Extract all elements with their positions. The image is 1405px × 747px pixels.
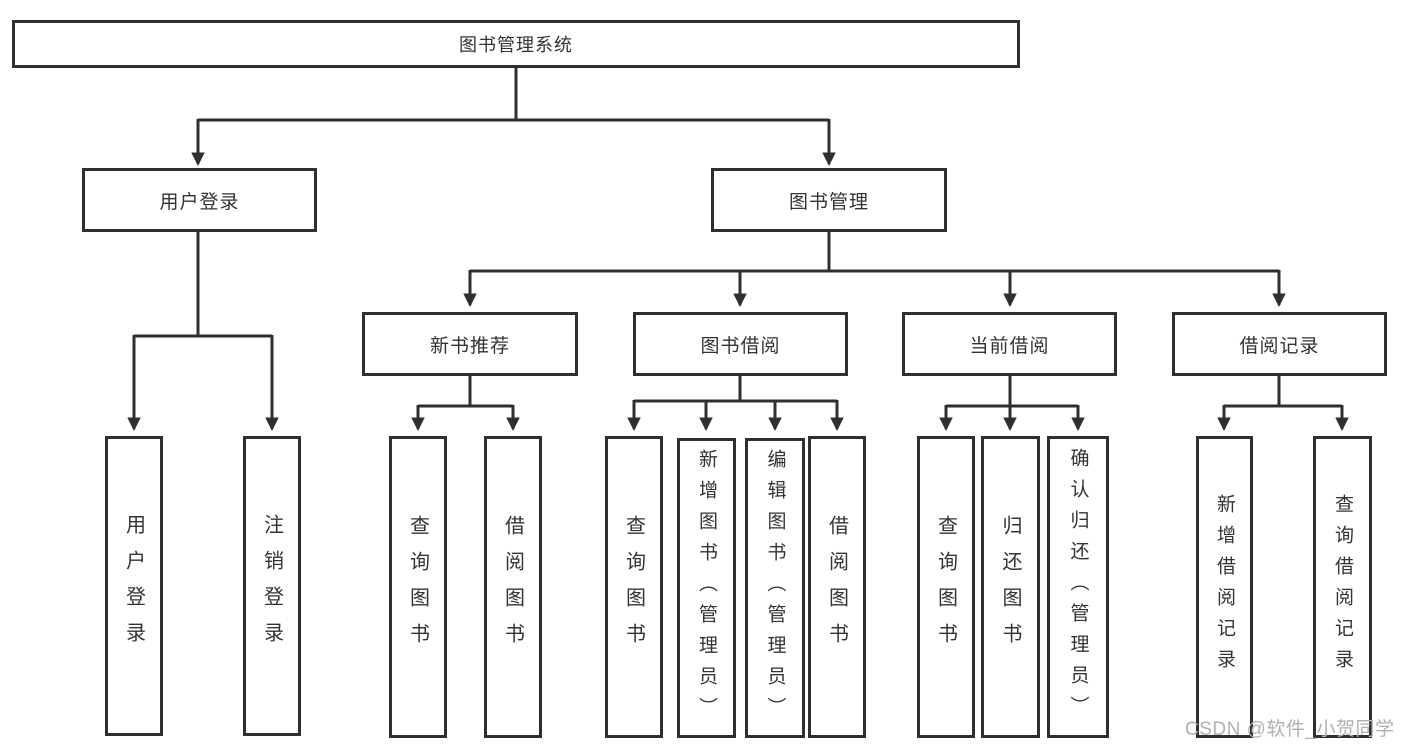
leaf-current-return-label: 归还图书 — [999, 515, 1021, 659]
leaf-logout-label: 注销登录 — [260, 514, 283, 658]
node-book-borrow: 图书借阅 — [633, 312, 848, 376]
node-current-borrow: 当前借阅 — [902, 312, 1117, 376]
leaf-current-confirm-return-admin-label: 确认归还（管理员） — [1067, 447, 1089, 727]
connector-newbook-to-leaves — [411, 375, 520, 432]
leaf-borrow-edit-admin: 编辑图书（管理员） — [745, 438, 805, 738]
node-new-book-recommend: 新书推荐 — [362, 312, 578, 376]
node-borrow-records: 借阅记录 — [1172, 312, 1387, 376]
leaf-borrow-query: 查询图书 — [605, 436, 663, 738]
node-root-library-system: 图书管理系统 — [12, 20, 1020, 68]
leaf-newbook-borrow: 借阅图书 — [484, 436, 542, 738]
connector-bookmgmt-to-level3 — [463, 232, 1286, 308]
leaf-records-query: 查询借阅记录 — [1313, 436, 1372, 738]
node-book-management: 图书管理 — [711, 168, 947, 232]
leaf-newbook-query: 查询图书 — [389, 436, 447, 738]
leaf-borrow-borrow-label: 借阅图书 — [825, 515, 848, 659]
leaf-user-login: 用户登录 — [105, 436, 163, 736]
leaf-newbook-query-label: 查询图书 — [406, 515, 429, 659]
connector-borrow-to-leaves — [627, 375, 844, 432]
leaf-current-confirm-return-admin: 确认归还（管理员） — [1047, 436, 1109, 738]
csdn-watermark: CSDN @软件_小贺同学 — [1185, 719, 1395, 740]
leaf-records-add: 新增借阅记录 — [1196, 436, 1253, 738]
leaf-borrow-borrow: 借阅图书 — [808, 436, 866, 738]
connector-current-to-leaves — [939, 375, 1085, 432]
leaf-current-query: 查询图书 — [917, 436, 975, 738]
node-user-login: 用户登录 — [82, 168, 317, 232]
leaf-records-add-label: 新增借阅记录 — [1214, 494, 1235, 680]
leaf-borrow-add-admin: 新增图书（管理员） — [677, 438, 736, 738]
leaf-user-login-label: 用户登录 — [122, 514, 145, 658]
leaf-logout: 注销登录 — [243, 436, 301, 736]
leaf-current-return: 归还图书 — [981, 436, 1040, 738]
leaf-newbook-borrow-label: 借阅图书 — [501, 515, 524, 659]
leaf-borrow-add-admin-label: 新增图书（管理员） — [696, 448, 717, 728]
connector-userlogin-to-leaves — [127, 232, 279, 432]
leaf-borrow-edit-admin-label: 编辑图书（管理员） — [764, 448, 786, 728]
connector-records-to-leaves — [1217, 375, 1349, 432]
leaf-borrow-query-label: 查询图书 — [622, 515, 645, 659]
leaf-current-query-label: 查询图书 — [934, 515, 957, 659]
connector-root-to-level2 — [191, 68, 836, 167]
leaf-records-query-label: 查询借阅记录 — [1332, 494, 1353, 680]
